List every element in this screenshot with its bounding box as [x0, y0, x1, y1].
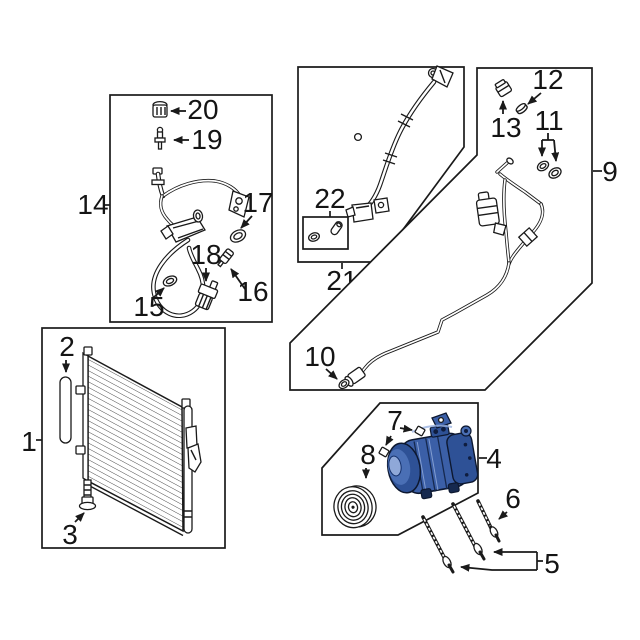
callout-19[interactable]: 19: [191, 124, 222, 155]
callout-11[interactable]: 11: [534, 105, 563, 136]
callout-5[interactable]: 5: [544, 548, 560, 579]
valve-core-drawing: [154, 126, 166, 150]
callout-17[interactable]: 17: [242, 187, 273, 218]
compressor-box-group: 8: [321, 402, 502, 536]
valve-cap-drawing: [152, 100, 168, 118]
callout-16[interactable]: 16: [237, 276, 268, 307]
compressor-drawing: [386, 412, 479, 500]
arrow-to-part-16: [230, 268, 246, 290]
bolt-6-drawing: [476, 499, 501, 543]
callout-2[interactable]: 2: [59, 331, 75, 362]
bolt-5a-drawing: [421, 515, 455, 574]
arrow-to-part-12: [527, 92, 542, 105]
callout-9[interactable]: 9: [602, 156, 618, 187]
o-ring-10-drawing: [338, 378, 350, 390]
valve-16-drawing: [217, 248, 234, 268]
callout-6[interactable]: 6: [505, 483, 521, 514]
callout-10[interactable]: 10: [304, 341, 335, 372]
arrow-to-part-17: [240, 215, 253, 229]
arrow-to-part-7b: [385, 435, 394, 446]
callout-13[interactable]: 13: [490, 112, 521, 143]
callout-22[interactable]: 22: [314, 183, 345, 214]
discharge-hose-drawing: [151, 167, 250, 318]
ac-lines-box: [289, 67, 593, 391]
arrow-to-part-3: [74, 512, 85, 523]
cap-13-drawing: [494, 79, 513, 98]
callout-4[interactable]: 4: [486, 443, 502, 474]
condenser-drawing: [75, 346, 202, 537]
arrow-to-part-15: [152, 287, 165, 299]
callout-7[interactable]: 7: [387, 405, 403, 436]
o-ring-15-drawing: [162, 275, 178, 287]
arrow-to-part-10: [325, 368, 338, 380]
ac-lines-box-group: 13 12 11: [289, 64, 618, 391]
callout-5-bracket-bottom: [460, 563, 537, 572]
callout-12[interactable]: 12: [532, 64, 563, 95]
callout-5-bracket-side: [536, 552, 543, 570]
condenser-box-group: 2 1 3: [21, 327, 226, 550]
mounting-bolts-group: 6 5: [421, 483, 560, 579]
arrow-to-part-6: [498, 510, 509, 520]
arrow-to-part-11b: [551, 139, 560, 162]
callout-20[interactable]: 20: [187, 94, 218, 125]
suction-hose-drawing: [345, 65, 454, 223]
ac-line-drawing: [344, 157, 545, 387]
callout-18[interactable]: 18: [190, 239, 221, 270]
bolt-5b-drawing: [451, 502, 486, 561]
callout-14[interactable]: 14: [77, 189, 108, 220]
pressure-switch-drawing: [194, 280, 219, 311]
callout-1[interactable]: 1: [21, 426, 37, 457]
hose-assembly-box-group: 20 19: [77, 94, 274, 323]
arrow-to-part-11a: [542, 133, 554, 156]
compressor-rear-head: [446, 432, 479, 485]
clips-7-drawing: [378, 425, 426, 458]
drier-cartridge-drawing: [59, 376, 72, 444]
callout-15[interactable]: 15: [133, 291, 164, 322]
clutch-pulley-drawing: [333, 485, 377, 529]
seal-kit-drawing: [308, 221, 343, 242]
callout-8[interactable]: 8: [360, 439, 376, 470]
seal-kit-box: [302, 216, 349, 250]
bolt-3-drawing: [78, 479, 97, 511]
callout-3[interactable]: 3: [62, 519, 78, 550]
seal-12-drawing: [515, 102, 528, 115]
arrow-to-part-7a: [399, 424, 413, 433]
o-ring-17-drawing: [229, 229, 247, 243]
